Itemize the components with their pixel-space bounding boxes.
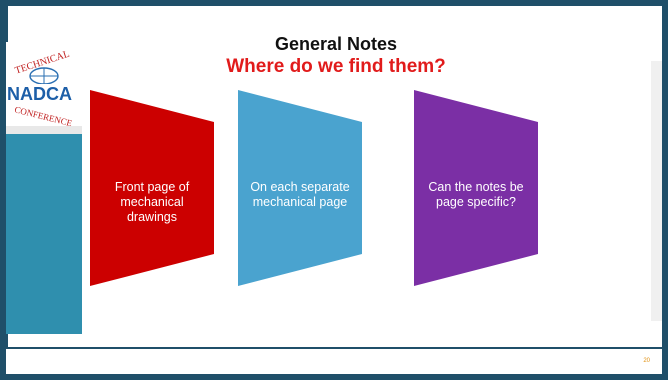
step-label: Can the notes be page specific? [428, 180, 524, 209]
bottom-divider [6, 347, 662, 349]
slide-subtitle: Where do we find them? [226, 56, 446, 77]
slide: TECHNICAL NADCA CONFERENCE General Notes… [6, 6, 662, 374]
step-label: Front page of mechanical drawings [114, 180, 190, 224]
step-page-specific: Can the notes be page specific? [414, 90, 538, 286]
step-shape [414, 90, 538, 286]
step-shape [90, 90, 214, 286]
page-number: 20 [643, 358, 650, 364]
svg-text:NADCA: NADCA [7, 84, 72, 104]
step-label: On each separate mechanical page [250, 180, 350, 209]
step-front-page: Front page of mechanical drawings [90, 90, 214, 286]
nadca-logo: TECHNICAL NADCA CONFERENCE [6, 42, 90, 134]
step-shape [238, 90, 362, 286]
step-each-page: On each separate mechanical page [238, 90, 362, 286]
slide-title: General Notes [274, 34, 398, 54]
right-grey-band [651, 61, 662, 321]
